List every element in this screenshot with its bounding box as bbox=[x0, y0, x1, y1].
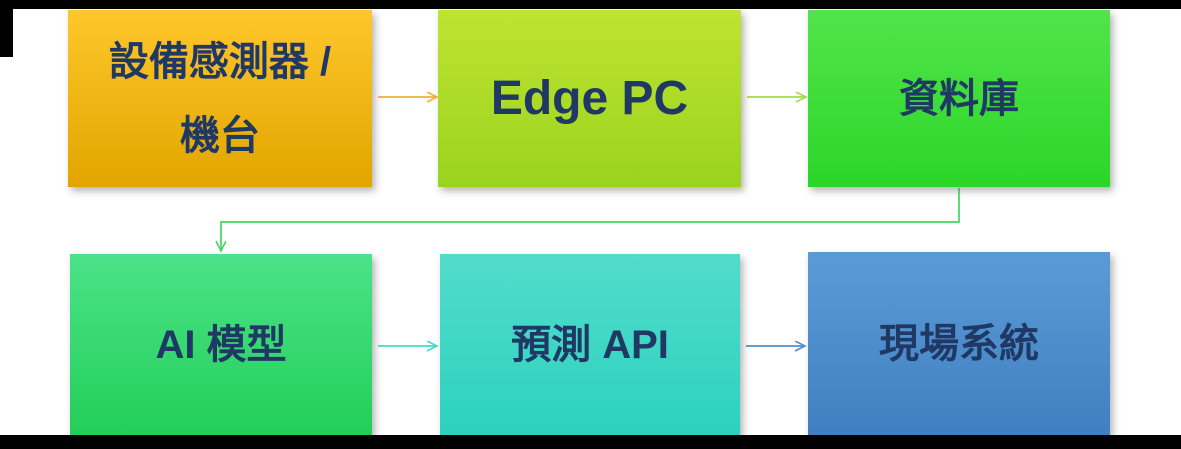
flow-node-prediction-api: 預測 API bbox=[440, 254, 740, 435]
node-label-line: 資料庫 bbox=[899, 76, 1019, 121]
left-black-bar bbox=[0, 0, 13, 57]
flow-node-device-sensors: 設備感測器 / 機台 bbox=[68, 10, 372, 187]
node-label-line: 設備感測器 / bbox=[108, 39, 332, 84]
flow-node-ai-model: AI 模型 bbox=[70, 254, 372, 435]
node-label-line: 現場系統 bbox=[879, 321, 1039, 366]
node-label-line: Edge PC bbox=[490, 71, 689, 125]
flow-node-database: 資料庫 bbox=[808, 10, 1110, 187]
node-label-line: AI 模型 bbox=[155, 322, 287, 367]
flow-node-field-system: 現場系統 bbox=[808, 252, 1110, 435]
node-label-line: 機台 bbox=[180, 113, 260, 158]
arrow-database-to-ai-model bbox=[221, 188, 960, 251]
node-label-line: 預測 API bbox=[511, 322, 669, 367]
top-black-bar bbox=[0, 0, 1181, 9]
bottom-black-bar bbox=[0, 435, 1181, 449]
flow-node-edge-pc: Edge PC bbox=[438, 10, 741, 187]
